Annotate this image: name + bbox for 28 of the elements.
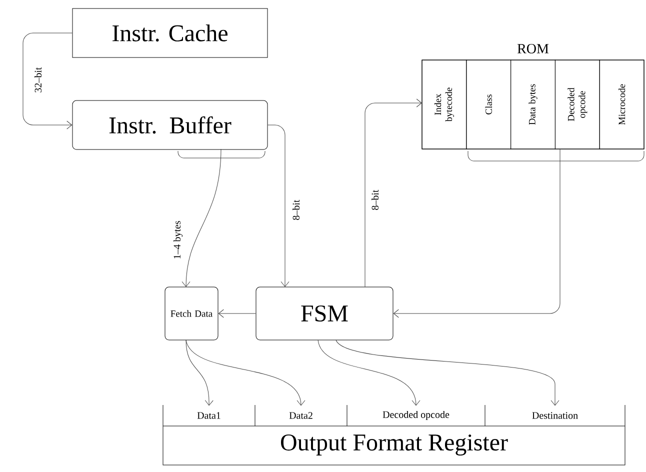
arrow <box>186 340 214 406</box>
node-label: ROM <box>517 44 549 54</box>
field-label: Data2 <box>289 412 312 419</box>
arrow <box>268 124 290 287</box>
field-label: Decoded opcode <box>382 410 450 420</box>
block-box: Instr. Buffer <box>72 100 268 150</box>
edge-label: 8–bit <box>370 188 380 212</box>
arrow <box>318 340 420 406</box>
table-cell: Data bytes <box>510 60 556 150</box>
edge-label: 8–bit <box>291 198 301 222</box>
arrow <box>182 148 222 287</box>
arrow <box>364 98 422 288</box>
table-cell: Decoded opcode <box>554 60 600 150</box>
block-box: Instr. Cache <box>72 8 268 58</box>
edge-label: 32–bit <box>33 66 43 94</box>
table-cell: Class <box>466 60 512 150</box>
table-cell: Index bytecode <box>422 60 467 150</box>
arrow <box>218 309 256 318</box>
arrow <box>393 148 560 318</box>
arrow <box>336 340 560 406</box>
block-box: FSM <box>256 286 394 340</box>
table-cell: Microcode <box>599 60 644 150</box>
arrow <box>22 32 72 130</box>
edge-label: 1–4 bytes <box>172 220 184 260</box>
field-label: Data1 <box>197 412 220 419</box>
block-box: Fetch Data <box>164 286 218 340</box>
field-label: Destination <box>532 412 578 419</box>
arrow <box>186 340 306 406</box>
